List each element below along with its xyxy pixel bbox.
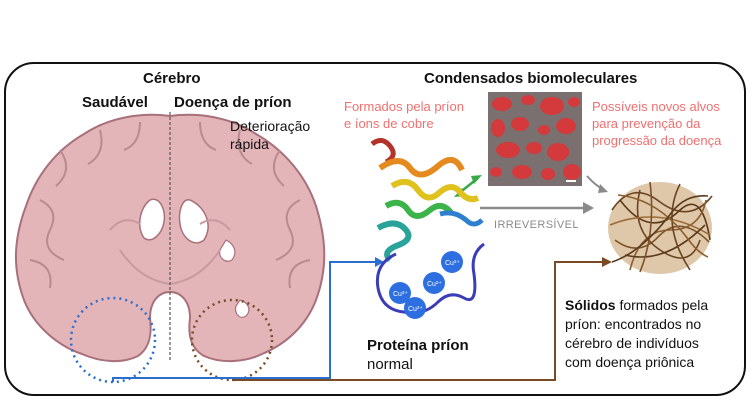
cu-ion-label-4: Cu²⁺ — [445, 260, 460, 267]
protein-normal-label: normal — [367, 356, 413, 373]
healthy-connector-arrowhead — [375, 257, 384, 267]
irreversible-arrowhead — [583, 202, 594, 214]
disease-connector-arrowhead — [602, 257, 612, 267]
irreversible-label: IRREVERSÍVEL — [494, 219, 579, 231]
protein-label: Proteína príon — [367, 337, 469, 354]
deterioration-line-1: Deterioração — [230, 118, 311, 134]
cu-ion-label-1: Cu²⁺ — [393, 291, 408, 298]
targets-line-1: Possíveis novos alvos — [592, 99, 720, 114]
healthy-label: Saudável — [82, 94, 148, 111]
solids-line-1-rest: formados pela — [615, 297, 709, 313]
disease-label: Doença de príon — [174, 94, 292, 111]
diagram-frame — [4, 62, 746, 396]
prion-solid-fibers — [608, 181, 713, 274]
copper-ion-group — [389, 251, 463, 319]
solids-line-2: príon: encontrados no — [565, 316, 702, 332]
condensates-title: Condensados biomoleculares — [424, 70, 638, 87]
disease-region-circle — [190, 298, 274, 382]
healthy-connector-line — [112, 261, 375, 382]
target-pointer-arrowhead — [598, 184, 608, 193]
healthy-region-circle — [69, 296, 157, 384]
solids-bold-word: Sólidos — [565, 297, 616, 313]
brain-coronal-section — [15, 112, 326, 362]
cu-ion-label-2: Cu²⁺ — [408, 306, 423, 313]
solids-line-3: cérebro de indivíduos — [565, 335, 699, 351]
targets-line-3: progressão da doença — [592, 133, 722, 148]
double-arrow-head-b — [471, 175, 482, 184]
cu-ion-label-3: Cu²⁺ — [427, 281, 442, 288]
disease-connector-line — [232, 261, 602, 381]
solids-line-4: com doença priônica — [565, 354, 695, 370]
condensate-micrograph — [488, 92, 582, 186]
brain-title: Cérebro — [143, 70, 201, 87]
deterioration-line-2: rápida — [230, 136, 269, 152]
targets-line-2: para prevenção da — [592, 116, 701, 131]
formed-line-1: Formados pela príon — [344, 99, 464, 114]
solids-line-1: Sólidos formados pela — [565, 297, 709, 313]
prion-protein-structure — [370, 138, 485, 315]
formed-line-2: e íons de cobre — [344, 116, 434, 131]
